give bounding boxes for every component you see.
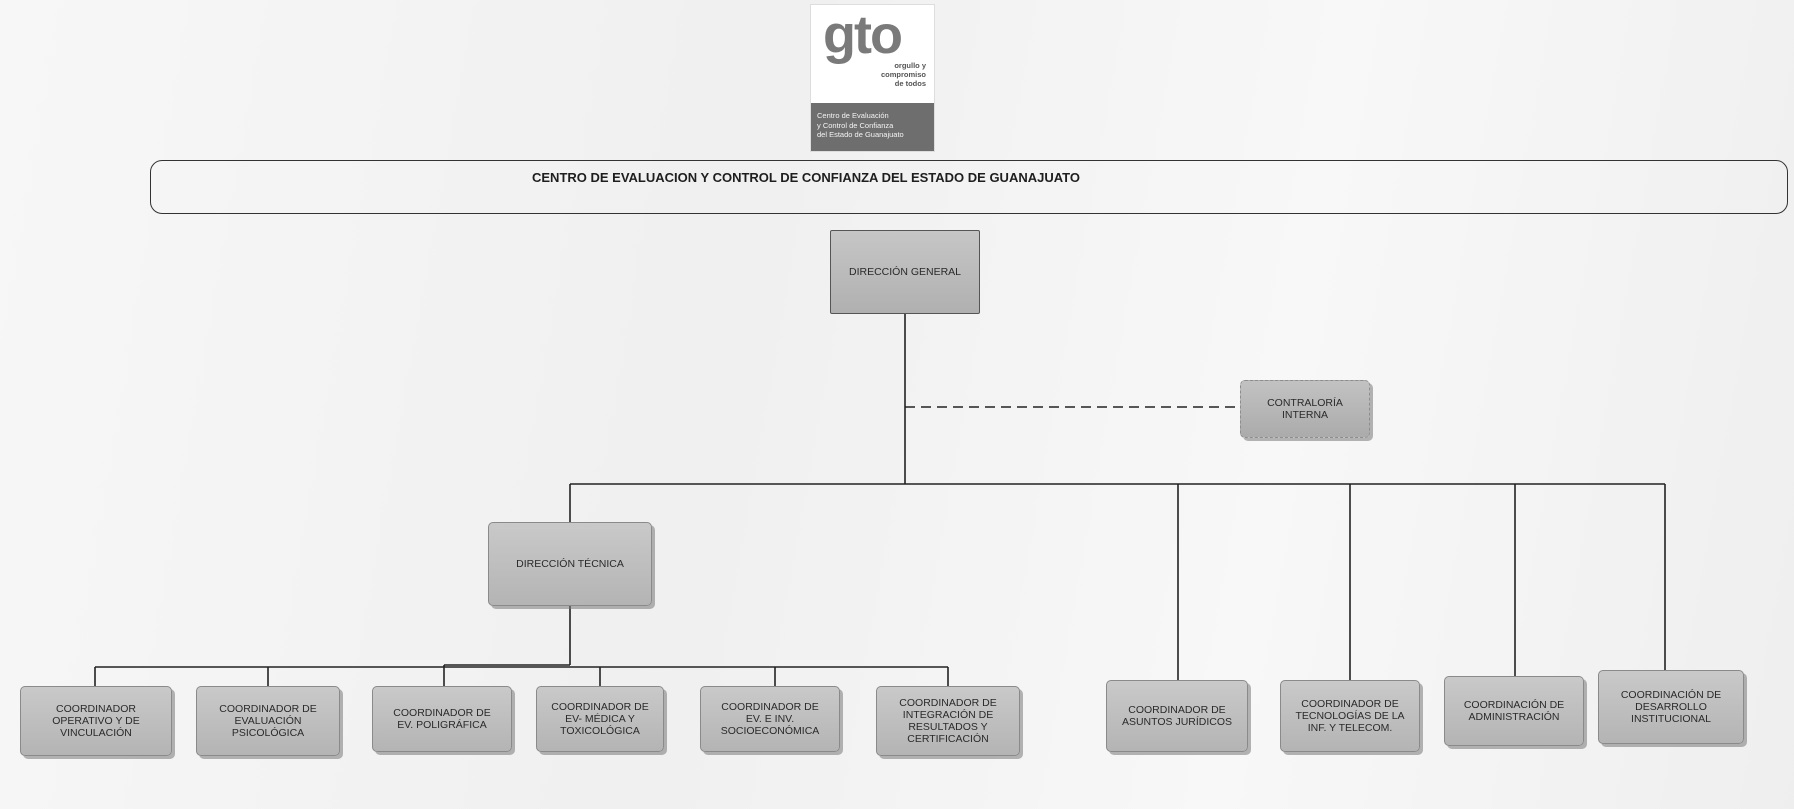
- node-coord-psicologica: COORDINADOR DE EVALUACIÓN PSICOLÓGICA: [196, 686, 340, 756]
- node-coord-medica: COORDINADOR DE EV- MÉDICA Y TOXICOLÓGICA: [536, 686, 664, 752]
- title-frame: [150, 160, 1788, 214]
- gto-logo: gto orgullo y compromiso de todos Centro…: [810, 4, 935, 152]
- node-coord-poligrafica: COORDINADOR DE EV. POLIGRÁFICA: [372, 686, 512, 752]
- node-coord-juridicos: COORDINADOR DE ASUNTOS JURÍDICOS: [1106, 680, 1248, 752]
- node-coord-integracion: COORDINADOR DE INTEGRACIÓN DE RESULTADOS…: [876, 686, 1020, 756]
- node-direccion-tecnica: DIRECCIÓN TÉCNICA: [488, 522, 652, 606]
- node-coord-administracion: COORDINACIÓN DE ADMINISTRACIÓN: [1444, 676, 1584, 746]
- node-coord-tecnologias: COORDINADOR DE TECNOLOGÍAS DE LA INF. Y …: [1280, 680, 1420, 752]
- org-title: CENTRO DE EVALUACION Y CONTROL DE CONFIA…: [532, 170, 1080, 185]
- logo-wordmark: gto: [823, 5, 903, 65]
- node-coord-desarrollo: COORDINACIÓN DE DESARROLLO INSTITUCIONAL: [1598, 670, 1744, 744]
- node-coord-operativo: COORDINADOR OPERATIVO Y DE VINCULACIÓN: [20, 686, 172, 756]
- node-coord-socioeconomica: COORDINADOR DE EV. E INV. SOCIOECONÓMICA: [700, 686, 840, 752]
- node-contraloria-interna: CONTRALORÍA INTERNA: [1240, 380, 1370, 438]
- logo-institution-band: Centro de Evaluación y Control de Confia…: [811, 103, 934, 151]
- node-direccion-general: DIRECCIÓN GENERAL: [830, 230, 980, 314]
- logo-tagline: orgullo y compromiso de todos: [880, 61, 926, 88]
